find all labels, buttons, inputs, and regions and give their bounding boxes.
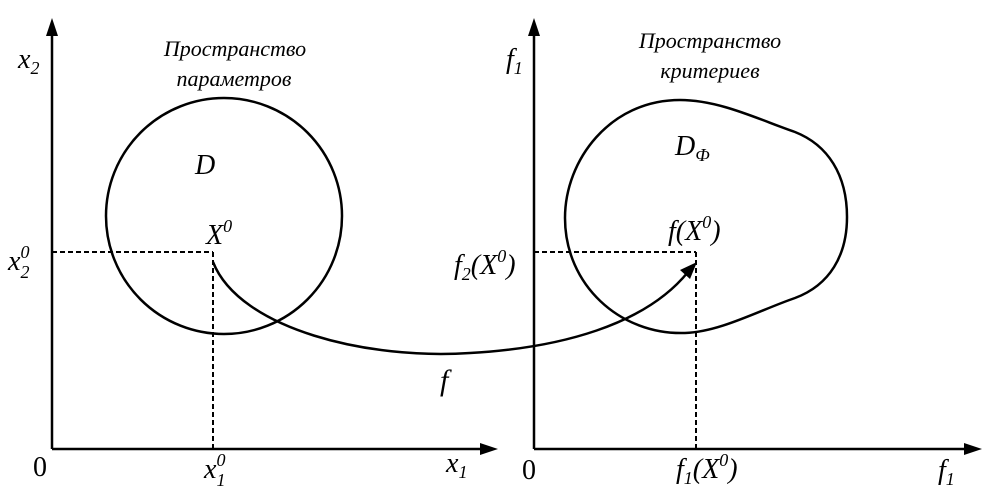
mapping-arrowhead <box>680 262 697 279</box>
left-origin-label: 0 <box>33 452 47 483</box>
right-panel-title-line1: Пространство <box>638 28 781 53</box>
point-x0-label: X0 <box>205 216 232 251</box>
mapping-curve <box>211 261 689 356</box>
region-d-label: D <box>194 150 215 181</box>
left-panel-title-line2: параметров <box>177 66 292 91</box>
region-d-phi-shape <box>563 98 849 335</box>
left-x-axis-label: x1 <box>445 448 467 482</box>
left-y-axis-arrowhead <box>46 18 58 36</box>
right-x-coord-label: f1(X0) <box>676 450 738 488</box>
right-x-axis-label: f1 <box>938 455 955 489</box>
left-x-axis-arrowhead <box>480 443 498 455</box>
right-origin-label: 0 <box>522 455 536 486</box>
criteria-space-panel: Пространство критериев DФ f(X0) f1 f1 0 … <box>454 18 982 489</box>
right-y-axis-arrowhead <box>528 18 540 36</box>
right-y-coord-label: f2(X0) <box>454 246 516 284</box>
left-panel-title-line1: Пространство <box>163 36 306 61</box>
region-d-circle <box>104 96 344 336</box>
mapping-f: f <box>211 261 697 397</box>
right-panel-title-line2: критериев <box>660 58 760 83</box>
mapping-label: f <box>440 364 452 397</box>
right-x-axis-arrowhead <box>964 443 982 455</box>
point-f-x0-label: f(X0) <box>668 212 721 247</box>
region-d-phi-label: DФ <box>674 131 710 165</box>
left-y-axis-label: x2 <box>17 44 39 78</box>
right-y-axis-label: f1 <box>506 44 523 78</box>
